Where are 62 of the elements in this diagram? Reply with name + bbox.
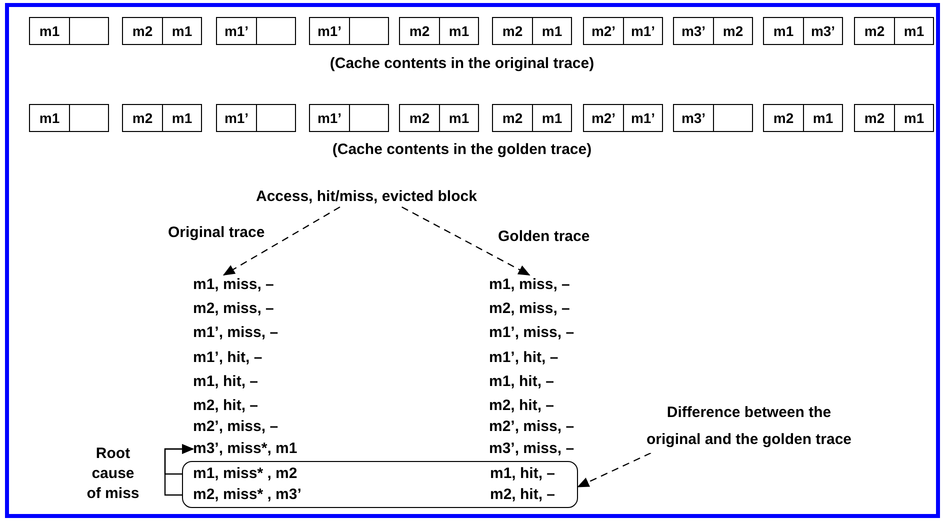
caption-text: (Cache contents in the original trace): [328, 54, 596, 74]
trace-entry: m2’, miss, –: [193, 417, 278, 437]
highlight-box: [182, 461, 578, 508]
dashed-arrow: [577, 452, 652, 488]
trace-entry: m1, miss, –: [489, 275, 570, 295]
cache-entry: m2’: [591, 108, 616, 128]
trace-entry: m1’, miss, –: [193, 323, 278, 343]
trace-entry: m3’, miss*, m1: [193, 439, 298, 459]
cache-entry: m1: [172, 108, 192, 128]
cache-entry: m1: [448, 22, 470, 40]
trace-entry: m1, hit, –: [489, 372, 554, 392]
cache-entry: m2: [502, 22, 523, 40]
cache-entry: m1: [448, 108, 470, 128]
cache-entry: m3’: [681, 108, 706, 128]
trace-entry: m1, miss* , m2: [183, 464, 298, 484]
cache-entry: m1: [542, 108, 562, 128]
cache-entry: m1’: [317, 22, 342, 40]
trace-entry: m3’, miss, –: [489, 439, 574, 459]
cache-entry: m2: [132, 108, 153, 128]
cache-entry: m2: [864, 22, 885, 40]
cache-entry: m2: [773, 108, 794, 128]
cache-entry: m1’: [630, 108, 656, 128]
trace-entry: m2’, miss, –: [489, 417, 574, 437]
cache-entry: m1’: [224, 108, 249, 128]
caption-text: Root cause of miss: [86, 444, 140, 504]
cache-entry: m1: [39, 108, 60, 128]
trace-entry: m1, miss, –: [193, 275, 274, 295]
cache-entry: m1: [39, 22, 60, 40]
heading-text: Access, hit/miss, evicted block: [256, 187, 477, 207]
trace-entry: m2, hit, –: [489, 396, 554, 416]
cache-entry: m2: [132, 22, 153, 40]
cache-entry: m2: [409, 22, 430, 40]
trace-entry: m1’, hit, –: [489, 348, 558, 368]
cache-entry: m1’: [630, 22, 656, 40]
cache-entry: m3’: [810, 22, 836, 40]
trace-entry: m1, hit, –: [193, 372, 258, 392]
cache-entry: m2: [409, 108, 430, 128]
trace-entry: m2, hit, –: [480, 485, 556, 505]
cache-entry: m1: [773, 22, 794, 40]
cache-entry: m1: [904, 22, 924, 40]
cache-entry: m1: [172, 22, 192, 40]
trace-entry: m2, miss, –: [193, 299, 274, 319]
bracket-arrow: [164, 444, 194, 496]
cache-entry: m2: [502, 108, 523, 128]
cache-entry: m2: [864, 108, 885, 128]
cache-entry: m2’: [591, 22, 616, 40]
cache-entry: m3’: [681, 22, 706, 40]
trace-entry: m1, hit, –: [480, 464, 556, 484]
cache-entry: m2: [722, 22, 744, 40]
cache-entry: m1: [542, 22, 562, 40]
trace-entry: m2, hit, –: [193, 396, 258, 416]
cache-entry: m1’: [224, 22, 249, 40]
cache-entry: m1: [904, 108, 924, 128]
caption-text: (Cache contents in the golden trace): [331, 140, 593, 160]
dashed-arrow: [222, 206, 340, 276]
trace-entry: m2, miss, –: [489, 299, 570, 319]
cache-entry: m1: [812, 108, 834, 128]
trace-entry: m2, miss* , m3’: [183, 485, 302, 505]
trace-entry: m1’, miss, –: [489, 323, 574, 343]
trace-entry: m1’, hit, –: [193, 348, 262, 368]
dashed-arrow: [402, 206, 530, 276]
cache-entry: m1’: [317, 108, 342, 128]
